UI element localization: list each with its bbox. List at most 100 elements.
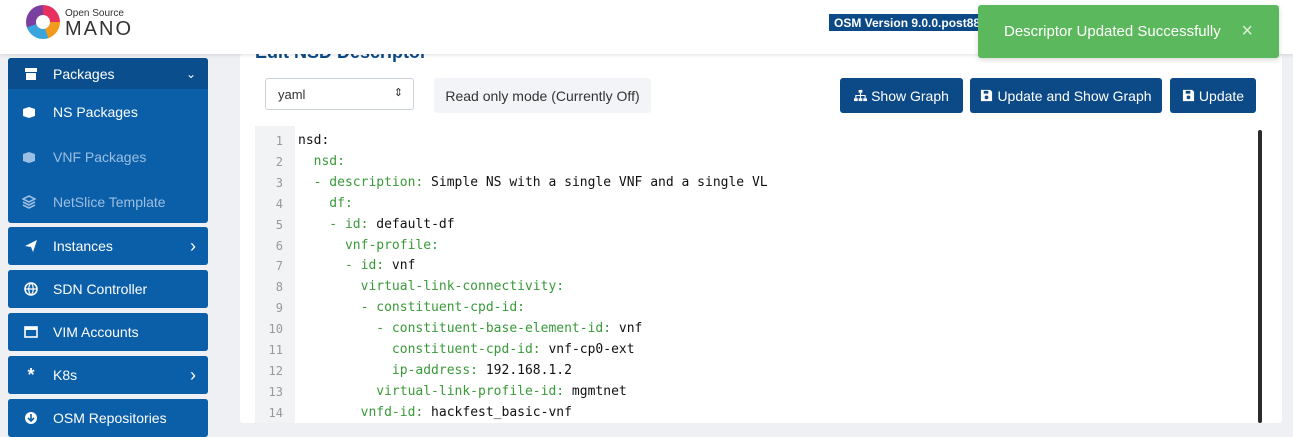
line-number: 8: [275, 280, 283, 295]
line-number: 14: [268, 405, 283, 420]
sidebar-item-vnf-packages[interactable]: VNF Packages: [8, 134, 208, 179]
line-number-gutter: [255, 126, 295, 423]
sidebar-item-row: SDN Controller: [8, 270, 208, 308]
sidebar-item-row: VIM Accounts: [8, 313, 208, 351]
code-line[interactable]: 4 df:: [255, 193, 1255, 214]
code-line[interactable]: 8 virtual-link-connectivity:: [255, 276, 1255, 297]
layers-icon: [22, 194, 36, 209]
osm-logo-icon[interactable]: [26, 5, 60, 39]
logo-title: MANO: [65, 18, 133, 40]
yaml-value: Simple NS with a single VNF and a single…: [423, 174, 768, 190]
chevron-right-icon: ›: [190, 364, 196, 385]
code-text: df:: [298, 196, 353, 211]
code-text: - id: default-df: [298, 216, 455, 232]
code-text: constituent-cpd-id: vnf-cp0-ext: [298, 342, 635, 357]
yaml-value: hackfest_basic-vnf: [423, 404, 572, 420]
sidebar-item-netslice-template[interactable]: NetSlice Template: [8, 179, 208, 224]
toast-close-icon[interactable]: ×: [1241, 20, 1253, 42]
download-icon: [24, 411, 38, 425]
code-line[interactable]: 9 - constituent-cpd-id:: [255, 297, 1255, 318]
archive-icon: [24, 67, 38, 81]
code-line[interactable]: 3 - description: Simple NS with a single…: [255, 172, 1255, 193]
code-line[interactable]: 1 nsd:: [255, 130, 1255, 151]
code-line[interactable]: 12 ip-address: 192.168.1.2: [255, 360, 1255, 381]
page-title: Edit NSD Descriptor: [255, 54, 427, 63]
sidebar-item-sdn-controller[interactable]: SDN Controller: [8, 270, 208, 308]
format-select-value: yaml: [278, 87, 306, 102]
paper-plane-icon: [24, 239, 38, 253]
yaml-value: 192.168.1.2: [478, 362, 572, 378]
sidebar-item-label: Instances: [53, 238, 113, 254]
sidebar-item-label: Packages: [53, 65, 115, 82]
code-text: nsd:: [298, 154, 345, 169]
yaml-key: virtual-link-profile-id:: [298, 383, 565, 399]
toast-message: Descriptor Updated Successfully: [1004, 23, 1221, 40]
line-number: 9: [275, 301, 283, 316]
update-button[interactable]: Update: [1170, 78, 1256, 113]
read-only-mode-toggle[interactable]: Read only mode (Currently Off): [434, 78, 651, 113]
yaml-key: vnfd-id:: [298, 404, 424, 420]
yaml-value: mgmtnet: [564, 383, 627, 399]
code-text: vnf-profile:: [298, 238, 439, 253]
yaml-key: nsd:: [298, 153, 345, 169]
code-line[interactable]: 10 - constituent-base-element-id: vnf: [255, 318, 1255, 339]
sidebar-item-label: K8s: [53, 367, 78, 383]
logo-subtitle: Open Source: [65, 8, 124, 19]
line-number: 12: [268, 363, 283, 378]
code-line[interactable]: 13 virtual-link-profile-id: mgmtnet: [255, 381, 1255, 402]
code-line[interactable]: 5 - id: default-df: [255, 214, 1255, 235]
globe-icon: [24, 282, 38, 296]
line-number: 1: [275, 134, 283, 148]
yaml-value: default-df: [368, 216, 455, 232]
sidebar-item-k8s[interactable]: * K8s ›: [8, 356, 208, 394]
update-label: Update: [1198, 87, 1245, 104]
asterisk-icon: *: [27, 364, 35, 385]
sidebar-group-packages: Packages ⌄ NS Packages VNF Packages NetS…: [8, 58, 208, 223]
format-select[interactable]: yaml ⇕: [265, 78, 414, 110]
show-graph-button[interactable]: Show Graph: [840, 78, 963, 113]
code-line[interactable]: 11 constituent-cpd-id: vnf-cp0-ext: [255, 339, 1255, 360]
sidebar-item-row: OSM Repositories: [8, 399, 208, 437]
sidebar-item-label: NetSlice Template: [53, 193, 166, 210]
line-number: 5: [275, 217, 283, 232]
sidebar-item-ns-packages[interactable]: NS Packages: [8, 89, 208, 134]
line-number: 13: [268, 384, 283, 399]
sidebar-item-row: * K8s ›: [8, 356, 208, 394]
box-open-icon: [22, 105, 36, 119]
line-number: 2: [275, 154, 283, 169]
version-badge: OSM Version 9.0.0.post88: [828, 13, 987, 32]
line-number: 11: [268, 343, 283, 357]
yaml-key: - id:: [298, 216, 369, 232]
success-toast: Descriptor Updated Successfully ×: [978, 5, 1279, 58]
yaml-value: vnf: [384, 258, 416, 274]
update-and-show-graph-button[interactable]: Update and Show Graph: [970, 78, 1162, 113]
code-text: vnfd-id: hackfest_basic-vnf: [298, 405, 572, 420]
chevron-right-icon: ›: [190, 235, 196, 256]
code-text: - constituent-cpd-id:: [298, 300, 525, 315]
yaml-key: vnf-profile:: [298, 237, 439, 253]
code-line[interactable]: 2 nsd:: [255, 151, 1255, 172]
save-icon: [1182, 89, 1194, 102]
line-number: 6: [275, 238, 283, 253]
code-text: virtual-link-connectivity:: [298, 279, 565, 294]
code-line[interactable]: 14 vnfd-id: hackfest_basic-vnf: [255, 402, 1255, 423]
sidebar-item-instances[interactable]: Instances ›: [8, 227, 208, 265]
sidebar-item-row: Instances ›: [8, 227, 208, 265]
sidebar-item-label: SDN Controller: [53, 281, 148, 297]
editor-scrollbar[interactable]: [1258, 130, 1262, 423]
code-text: - id: vnf: [298, 258, 415, 273]
line-number: 3: [275, 175, 283, 190]
sidebar-item-vim-accounts[interactable]: VIM Accounts: [8, 313, 208, 351]
code-text: nsd:: [298, 133, 329, 148]
code-line[interactable]: 6 vnf-profile:: [255, 235, 1255, 256]
sitemap-icon: [854, 89, 868, 102]
sidebar-item-packages[interactable]: Packages ⌄: [8, 58, 208, 89]
code-line[interactable]: 7 - id: vnf: [255, 255, 1255, 276]
yaml-key: - constituent-cpd-id:: [298, 300, 525, 316]
box-open-icon: [22, 150, 36, 164]
line-number: 7: [275, 259, 283, 274]
sidebar: Packages ⌄ NS Packages VNF Packages NetS…: [0, 54, 215, 437]
sidebar-item-osm-repositories[interactable]: OSM Repositories: [8, 399, 208, 437]
sidebar-item-label: VIM Accounts: [53, 324, 139, 340]
